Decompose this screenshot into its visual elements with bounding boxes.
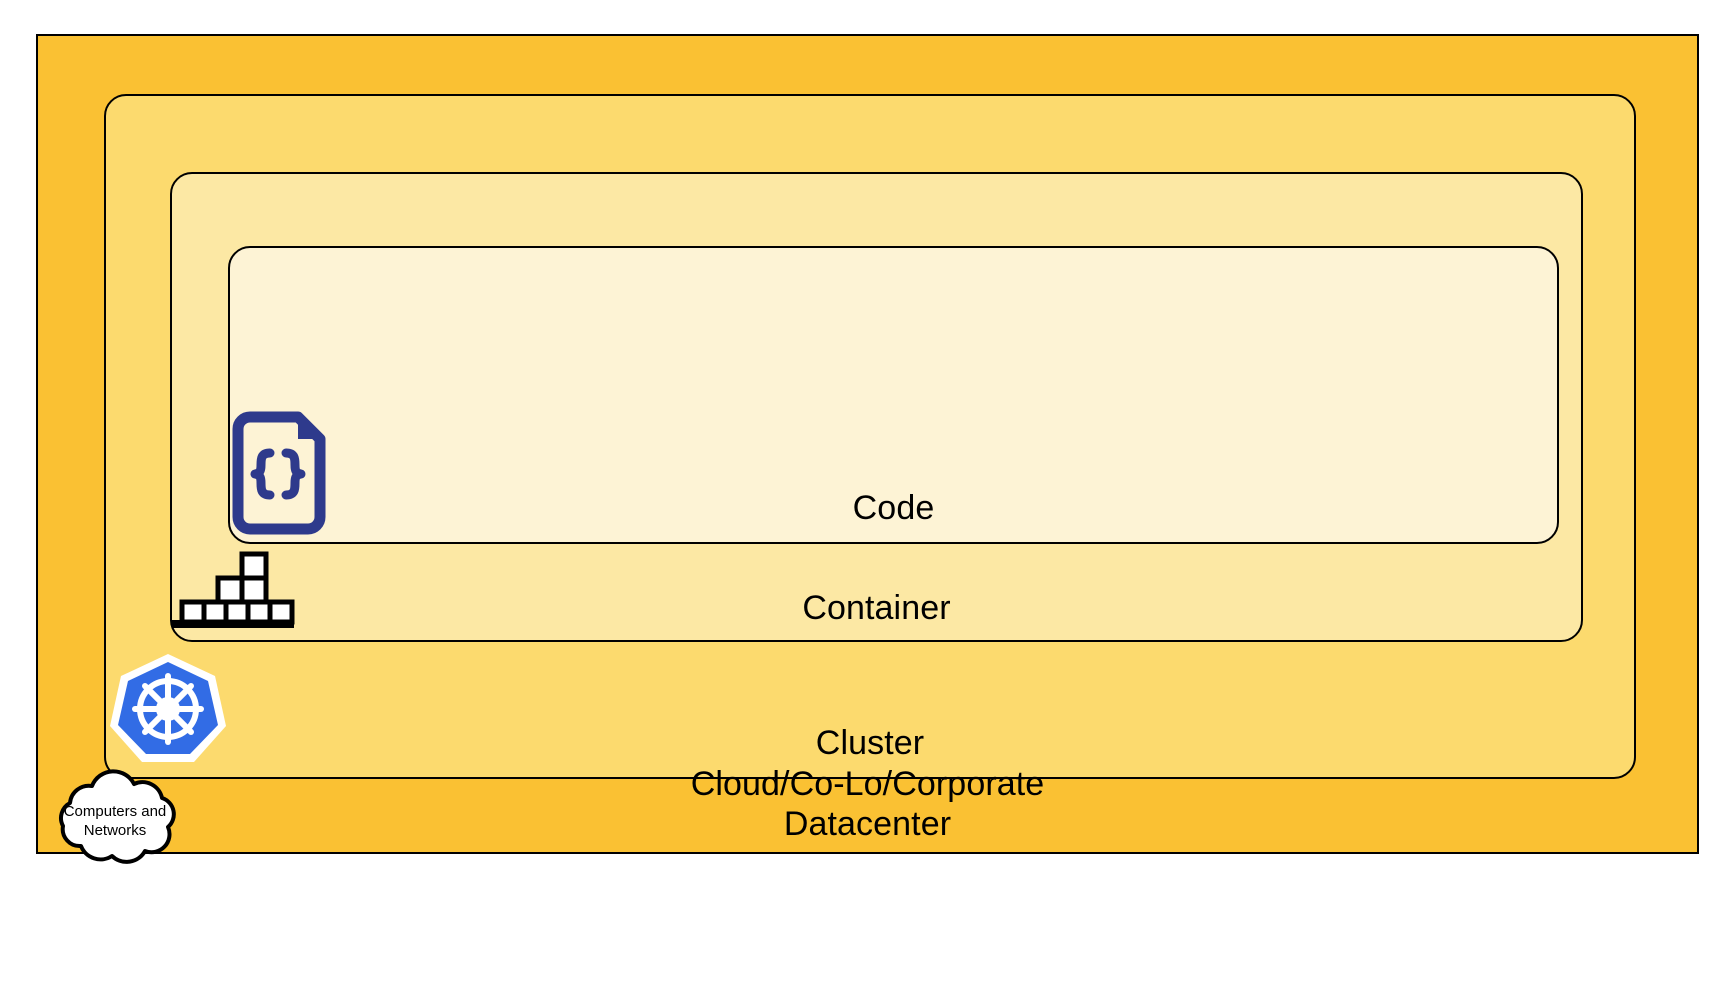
cloud-icon: Computers and Networks bbox=[36, 769, 194, 865]
code-file-icon bbox=[226, 411, 330, 535]
label-container: Container bbox=[802, 588, 951, 627]
label-code: Code bbox=[852, 488, 935, 527]
label-cluster: Cluster bbox=[815, 723, 925, 762]
layer-code[interactable]: Code bbox=[228, 246, 1559, 544]
label-datacenter: Cloud/Co-Lo/Corporate Datacenter bbox=[690, 765, 1045, 843]
layer-datacenter[interactable]: Code Container Cluster Cloud/Co-Lo/Corpo… bbox=[36, 34, 1699, 854]
container-blocks-icon bbox=[172, 551, 295, 628]
kubernetes-logo-icon bbox=[110, 652, 226, 764]
layer-container[interactable]: Code Container bbox=[170, 172, 1583, 642]
layer-cluster[interactable]: Code Container Cluster bbox=[104, 94, 1636, 779]
